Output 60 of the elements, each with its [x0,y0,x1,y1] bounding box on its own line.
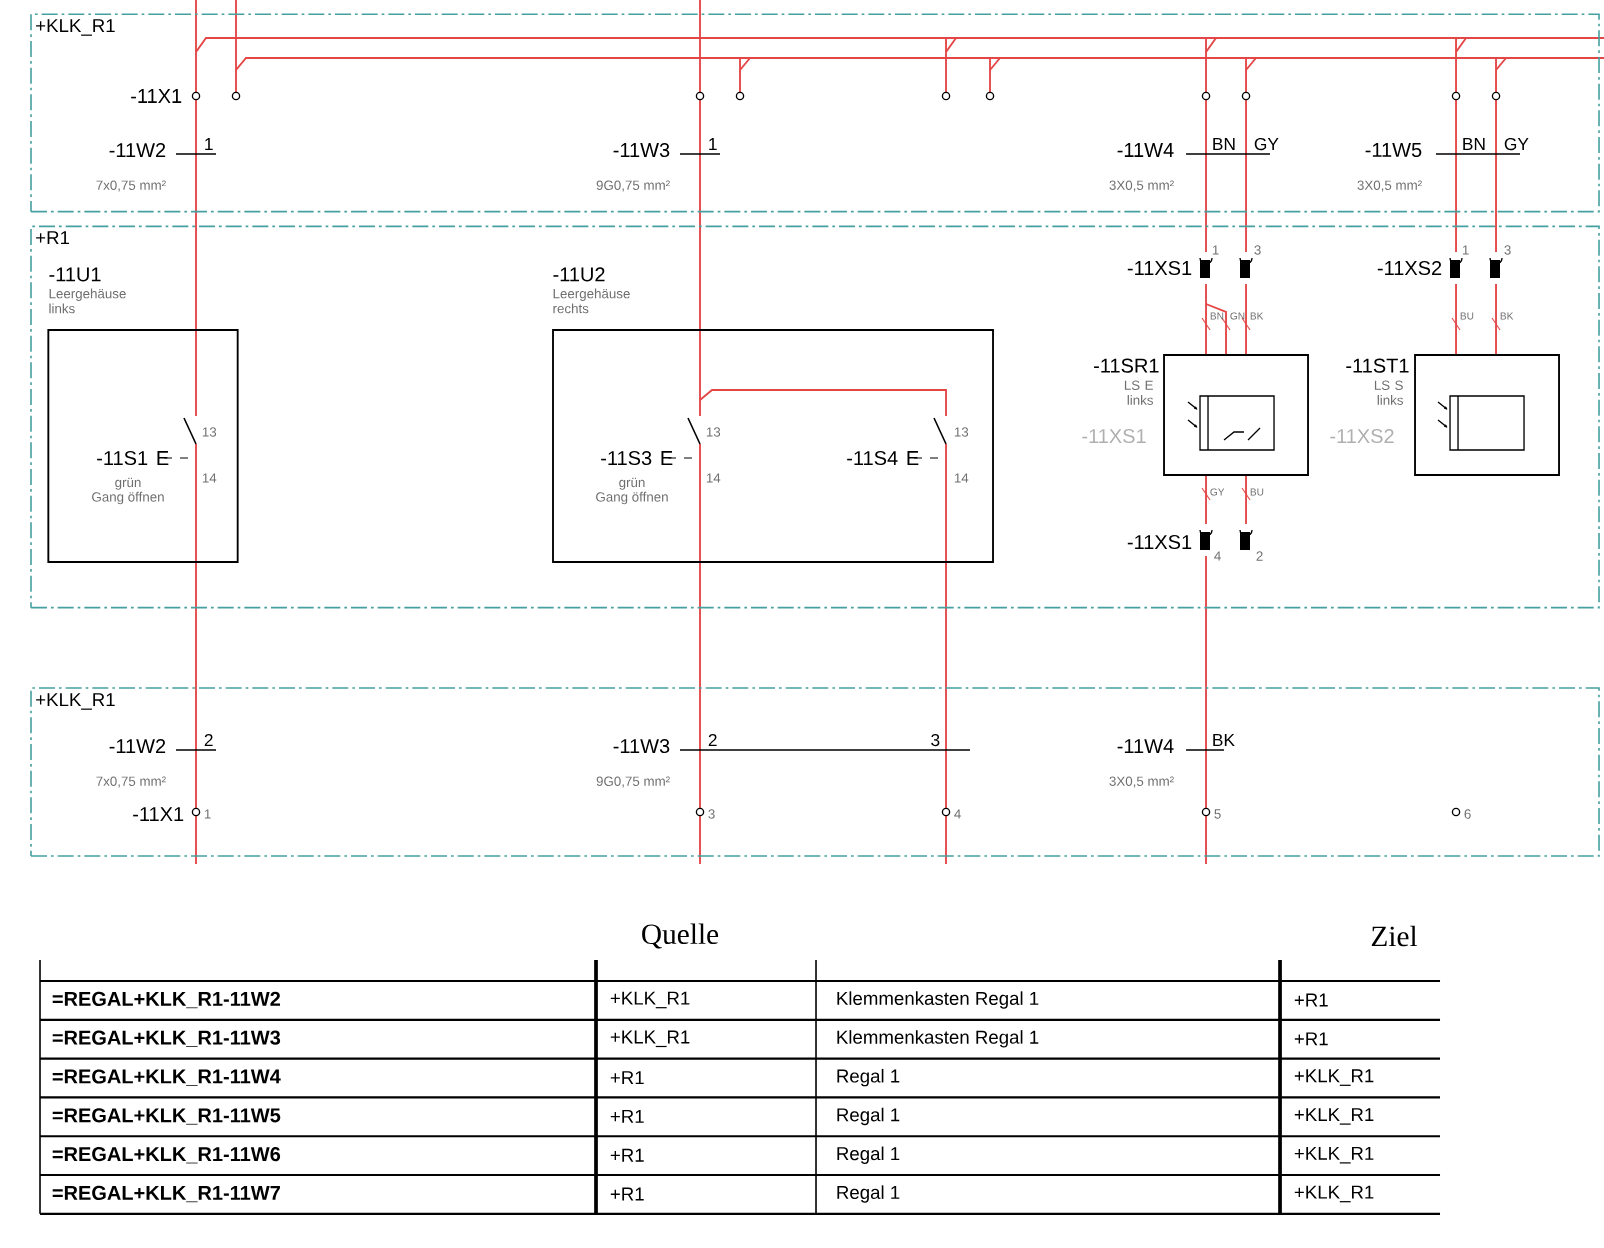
table-cell: +KLK_R1 [1294,1108,1374,1125]
conductor-label: GY [1504,137,1529,151]
table-cell: =REGAL+KLK_R1-11W7 [52,1185,280,1203]
conductor-label: GY [1254,137,1279,151]
table-cell: Klemmenkasten Regal 1 [837,1030,1039,1048]
device-tag: -11W2 [109,739,166,753]
table-cell: +R1 [610,1110,644,1123]
device-tag: -11W2 [109,143,166,157]
device-tag: -11W4 [1117,143,1174,157]
node-label: -11ST1 [1346,358,1409,373]
device-tag: -11XS1 [1127,534,1192,550]
table-cell: +KLK_R1 [1294,1185,1374,1203]
conductor-label: BN [1463,138,1485,150]
table-cell: +KLK_R1 [1294,1146,1374,1164]
device-tag: -11W5 [1365,143,1422,157]
table-cell: =REGAL+KLK_R1-11W6 [52,1147,281,1164]
table-cell: +R1 [610,1187,644,1201]
device-tag: -11XS2 [1377,260,1442,276]
device-tag: -11W3 [613,738,670,754]
device-tag: -11W3 [613,142,670,158]
node-label: -11U1 [49,267,101,282]
conductor-label: 2 [204,733,213,747]
device-tag: -11XS1 [1127,260,1192,276]
table-cell: +R1 [610,1148,644,1162]
device-tag: -11X1 [131,89,182,103]
table-cell: +R1 [1294,993,1328,1007]
column-header: Quelle [642,923,719,949]
table-cell: Regal 1 [837,1107,900,1126]
device-tag: -11W4 [1117,739,1174,753]
conductor-label: 3 [931,733,940,747]
conductor-label: 1 [709,138,717,150]
table-cell: +KLK_R1 [610,1030,690,1048]
table-cell: =REGAL+KLK_R1-11W2 [52,991,280,1009]
conductor-label: 2 [708,733,717,747]
plug-tag: -11XS2 [1330,428,1394,444]
table-cell: =REGAL+KLK_R1-11W5 [52,1108,281,1125]
device-tag: E [661,451,673,465]
plug-tag: -11XS1 [1082,428,1146,444]
node-label: -11SR1 [1094,358,1159,373]
table-cell: Regal 1 [837,1068,900,1087]
device-tag: -11X1 [133,807,184,821]
conductor-label: BN [1213,138,1235,150]
node-label: -11U2 [553,267,605,282]
device-tag: -11S1 [97,450,148,466]
table-cell: +R1 [1294,1032,1328,1046]
table-cell: +KLK_R1 [610,991,690,1009]
table-cell: Regal 1 [837,1146,900,1164]
table-cell: Klemmenkasten Regal 1 [837,991,1039,1009]
table-cell: Regal 1 [837,1185,900,1203]
table-cell: =REGAL+KLK_R1-11W3 [52,1030,281,1047]
device-tag: E [157,451,169,465]
conductor-label: BK [1213,734,1235,746]
column-header: Ziel [1371,925,1418,947]
device-tag: -11S3 [601,450,652,466]
table-cell: =REGAL+KLK_R1-11W4 [52,1069,281,1086]
device-tag: E [907,451,919,465]
device-tag: -11S4 [847,450,898,466]
conductor-label: 1 [205,138,213,150]
table-cell: +R1 [610,1071,644,1085]
table-cell: +KLK_R1 [1294,1069,1374,1086]
